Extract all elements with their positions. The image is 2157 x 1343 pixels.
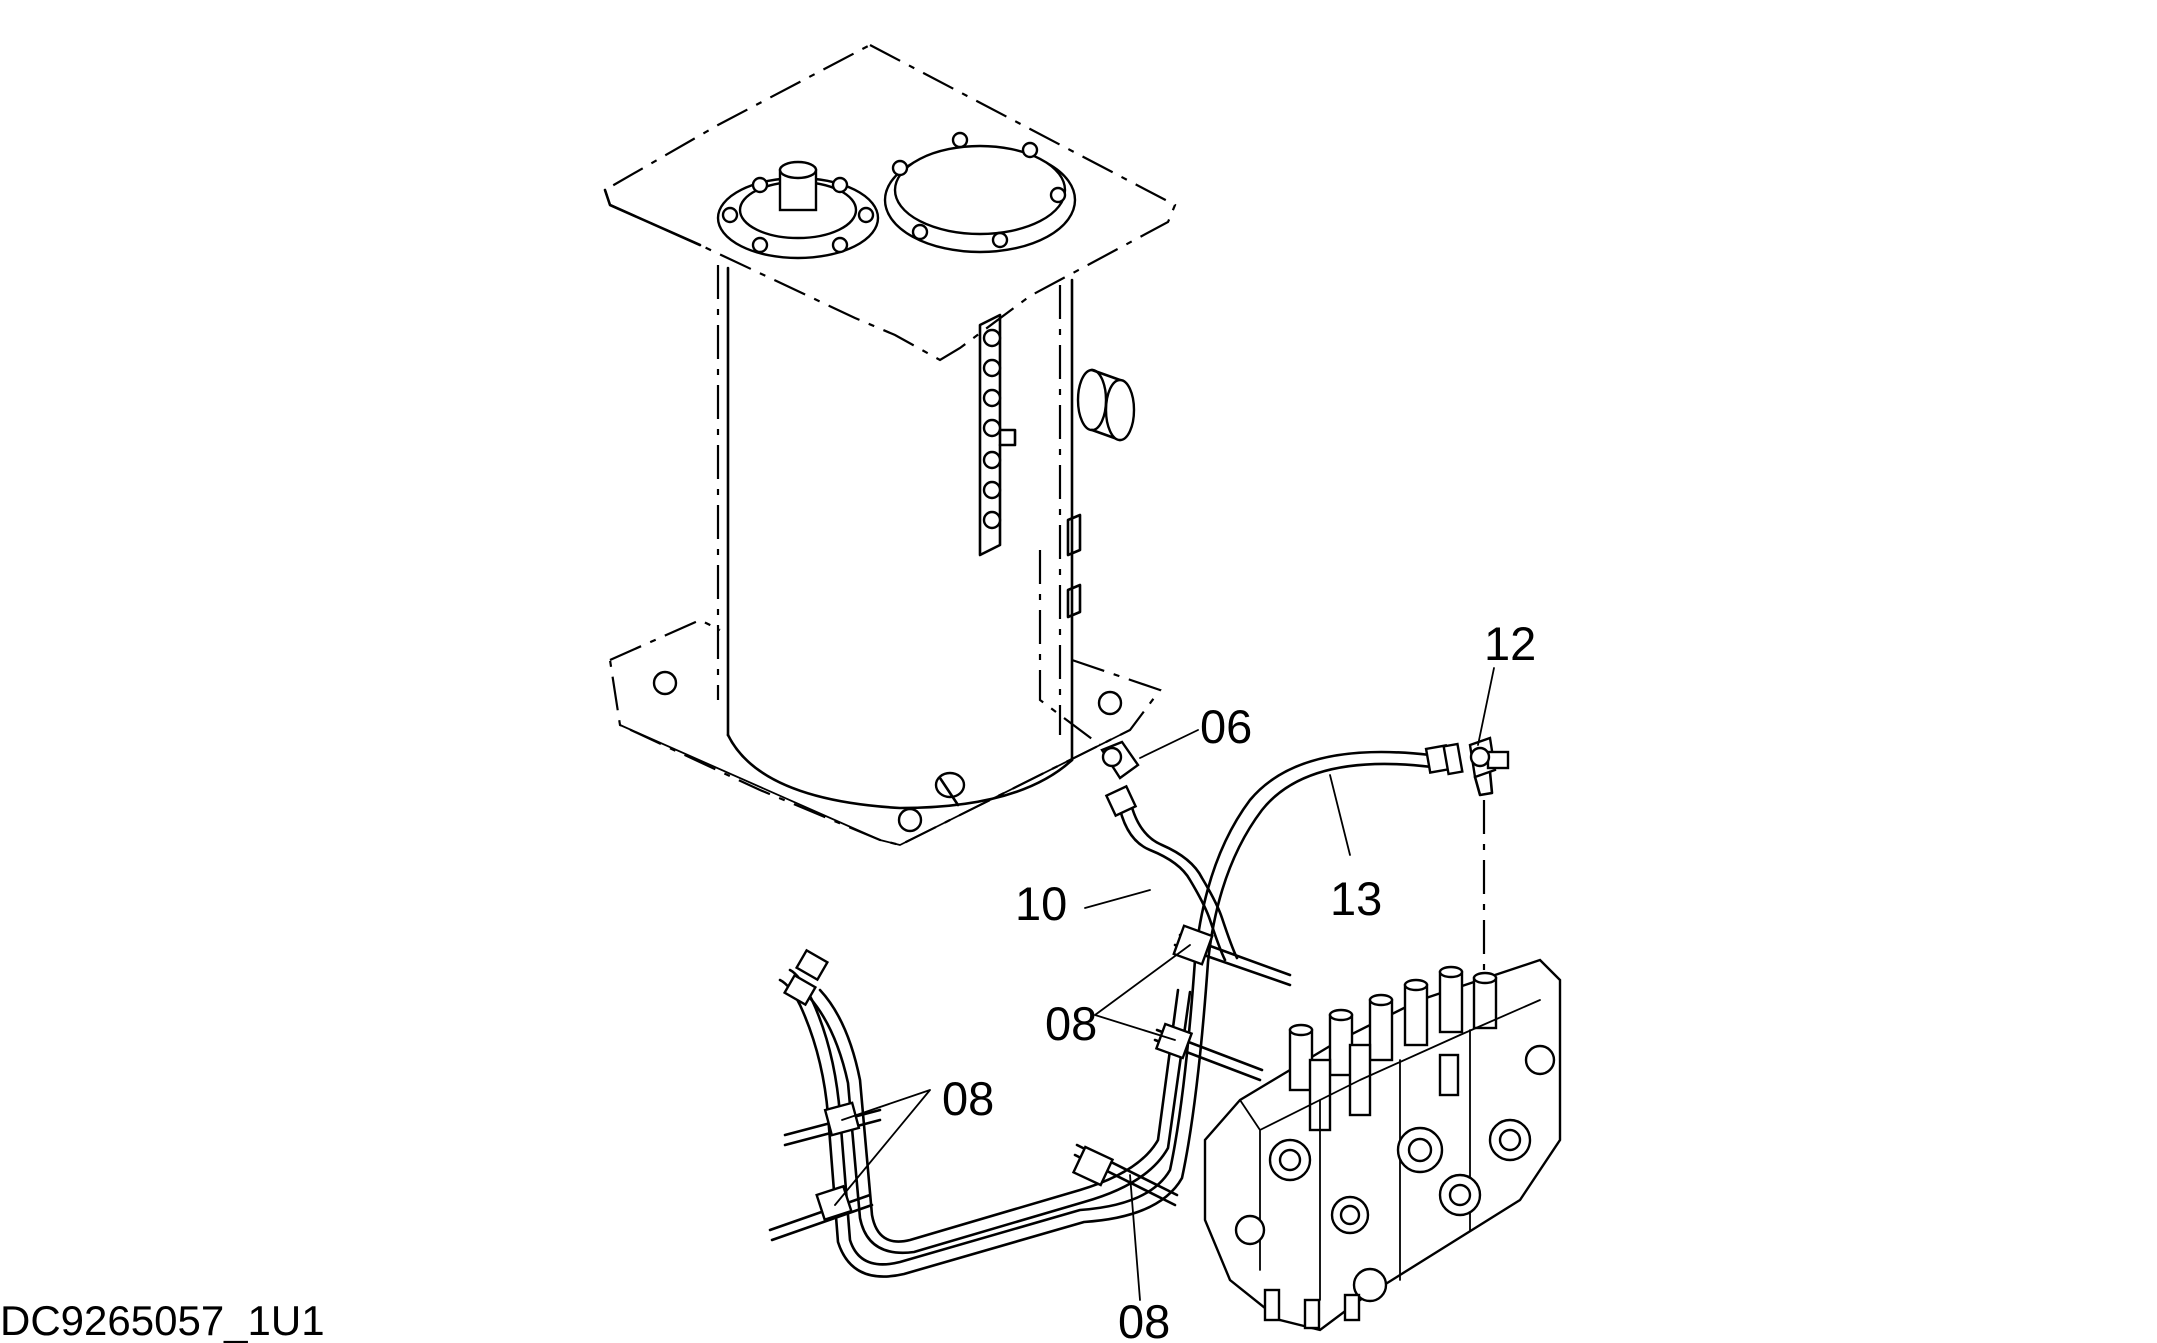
hydraulic-tank [603, 44, 1177, 847]
callout-10: 10 [1015, 877, 1067, 930]
valve-spools [1288, 965, 1498, 1092]
cable-tie-08-mid [1153, 1022, 1264, 1082]
breather-cap [716, 160, 880, 260]
base-bolt [897, 807, 923, 833]
control-valve [1203, 958, 1562, 1332]
callout-13: 13 [1330, 872, 1382, 925]
hose-end-fitting [794, 948, 830, 982]
leader-lines [834, 667, 1495, 1301]
tee-fitting-12 [1468, 736, 1510, 797]
callout-06: 06 [1200, 700, 1252, 753]
cable-tie-08-upper [1172, 924, 1292, 987]
base-bolt [1097, 690, 1123, 716]
level-gauge [978, 313, 1017, 557]
callout-08-valve-side: 08 [1045, 997, 1097, 1050]
hose-parallel [782, 948, 1192, 1255]
filter-cover [883, 131, 1077, 254]
drawing-id: DC9265057_1U1 [0, 1297, 325, 1343]
cable-tie-08-bottom [1071, 1143, 1179, 1207]
cable-tie-08-left-upper [783, 1101, 882, 1147]
callout-08-bottom: 08 [1118, 1295, 1170, 1343]
hose-13 [778, 742, 1464, 1278]
base-bolt [652, 670, 678, 696]
hose-end-fitting [782, 973, 818, 1007]
callout-08-left: 08 [942, 1072, 994, 1125]
callout-12: 12 [1484, 617, 1536, 670]
side-pipe [1076, 368, 1136, 442]
hose-13-end-fitting [1424, 742, 1464, 776]
side-clip [1066, 513, 1082, 557]
elbow-fitting-06 [1100, 740, 1140, 780]
hose-10 [1104, 784, 1239, 962]
drain-fitting [934, 771, 966, 807]
side-clip [1066, 583, 1082, 619]
